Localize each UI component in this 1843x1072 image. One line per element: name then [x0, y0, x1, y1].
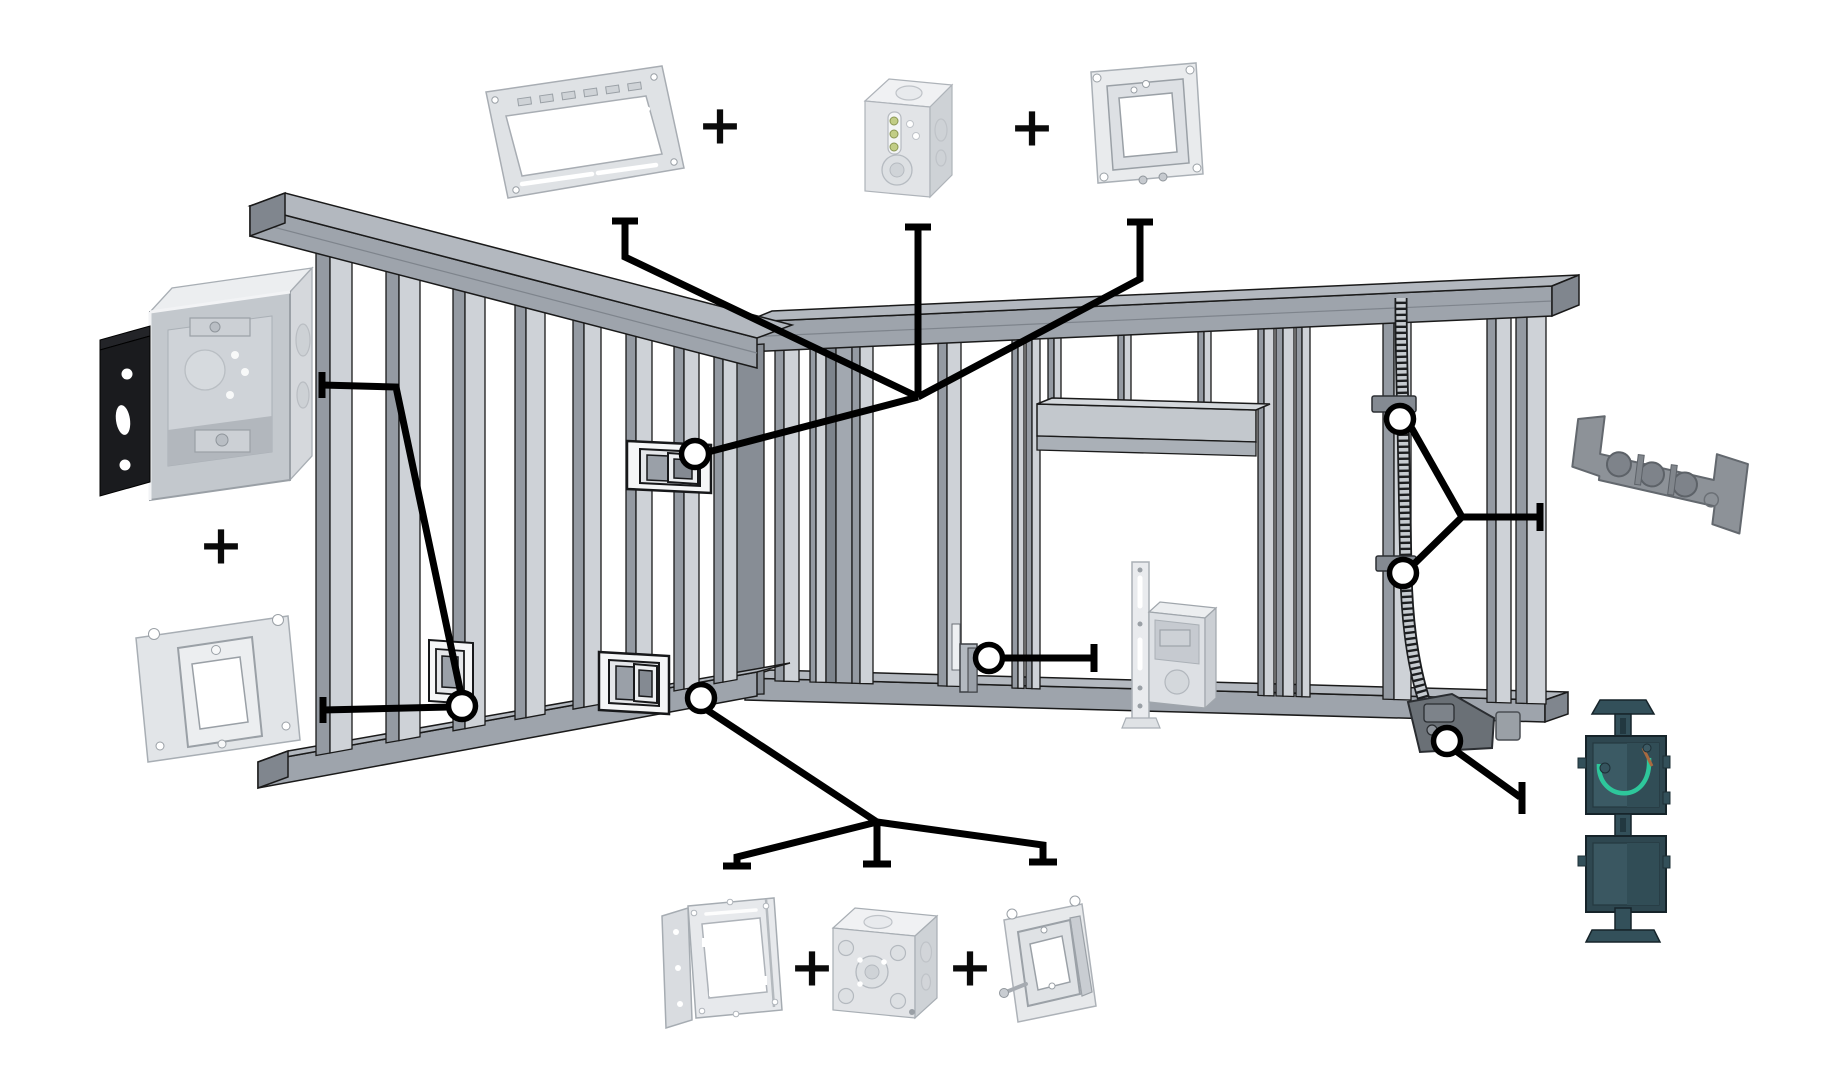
stud-face: [1011, 337, 1019, 689]
callout-door-stud-box: [972, 641, 1006, 675]
leader-left-ring: [319, 697, 450, 723]
stud-face: [1203, 328, 1212, 412]
leader-lines: [318, 217, 1544, 870]
plus-sign-left: +: [198, 514, 243, 577]
stud-face: [398, 270, 421, 742]
product-two-gang-mud-ring-bottom: [999, 895, 1097, 1023]
stud-face: [783, 346, 800, 683]
stud-face: [1123, 332, 1132, 410]
leader-left-box: [318, 372, 465, 695]
stud-face: [572, 316, 585, 710]
callout-lower-stud-box: [684, 681, 718, 715]
lower-wall-box: [597, 650, 671, 716]
leader-strap-box: [1003, 644, 1098, 672]
flex-conduit: [1394, 297, 1431, 702]
door-header: [1036, 397, 1271, 457]
stud-face: [713, 352, 724, 685]
stud-face: [825, 345, 837, 684]
stud-face: [583, 319, 602, 708]
plus-sign-top-1: +: [697, 94, 742, 157]
stud-face: [1301, 324, 1311, 698]
stud-face: [683, 345, 700, 690]
stud-face: [315, 249, 331, 757]
stud-face: [1053, 335, 1062, 408]
callout-between-stud-box: [678, 437, 712, 471]
leader-cable-clip: [1407, 425, 1544, 567]
stud-face: [815, 345, 827, 684]
leader-top-box: [905, 223, 931, 397]
stud-face: [1295, 324, 1303, 698]
stud-face: [1486, 315, 1497, 704]
product-single-gang-mud-ring: [135, 614, 301, 763]
stud-face: [385, 267, 400, 744]
callout-left-stud-box: [445, 689, 479, 723]
ul-mark-icon: [1703, 492, 1720, 508]
stud-face: [1025, 336, 1033, 690]
black-bracket: [99, 325, 151, 497]
plus-sign-bottom-1: +: [789, 936, 834, 999]
product-gangable-box-stack: [1577, 699, 1671, 943]
callout-cable-clip-lower: [1386, 556, 1420, 590]
leader-top-bracket: [612, 217, 920, 401]
product-box-with-stud-bracket: [99, 266, 314, 502]
wall-right-framing: [744, 273, 1580, 754]
leader-top-ring: [916, 218, 1153, 401]
leader-bottom-products: [705, 707, 1057, 870]
stud-face: [635, 332, 653, 699]
product-cable-support-clip: [1571, 415, 1749, 535]
plus-sign-top-2: +: [1009, 96, 1054, 159]
flex-cable-connector: [1406, 692, 1521, 754]
stud-face: [1275, 325, 1284, 697]
stud-face: [851, 344, 861, 685]
stud-face: [1282, 324, 1295, 698]
product-stud-side-box-bracket: [661, 897, 783, 1030]
stud-face: [1031, 336, 1041, 690]
stud-face: [329, 252, 353, 754]
stud-face: [1263, 325, 1275, 697]
stud-face: [809, 346, 817, 683]
stud-face: [514, 301, 527, 721]
stud-face: [1047, 335, 1055, 408]
stud-face: [1515, 314, 1528, 705]
callout-cable-clip-upper: [1383, 402, 1417, 436]
wall-left-top-plate: [247, 191, 795, 369]
stud-face: [859, 343, 874, 685]
leader-connector: [1453, 748, 1526, 814]
stud-face: [625, 330, 637, 701]
stud-face: [525, 304, 546, 719]
plus-sign-bottom-2: +: [947, 936, 992, 999]
callout-cable-connector: [1430, 724, 1464, 758]
stud-face: [722, 355, 738, 683]
stud-face: [1257, 326, 1265, 697]
stud-face: [1495, 315, 1512, 704]
stud-face: [1117, 332, 1125, 409]
stud-face: [937, 340, 948, 687]
ground-wire: [1596, 757, 1652, 796]
stud-face: [1197, 328, 1205, 412]
stud-face: [774, 347, 785, 682]
product-two-gang-mud-ring-top: [1090, 62, 1204, 185]
product-between-stud-box-bracket: [485, 65, 685, 199]
leader-junction-to-upper-box: [707, 393, 919, 456]
product-box-with-adjustable-strap: [1121, 561, 1218, 729]
product-four-square-box-top: [863, 78, 954, 199]
stud-face: [835, 344, 853, 684]
product-four-square-box-bottom: [831, 907, 939, 1020]
stud-face: [673, 342, 685, 692]
corner-post: [735, 343, 765, 696]
wall-right-top-plate: [744, 273, 1580, 353]
stud-face: [1382, 320, 1395, 701]
stud-face: [1017, 336, 1025, 690]
callout-markers: [445, 402, 1464, 758]
